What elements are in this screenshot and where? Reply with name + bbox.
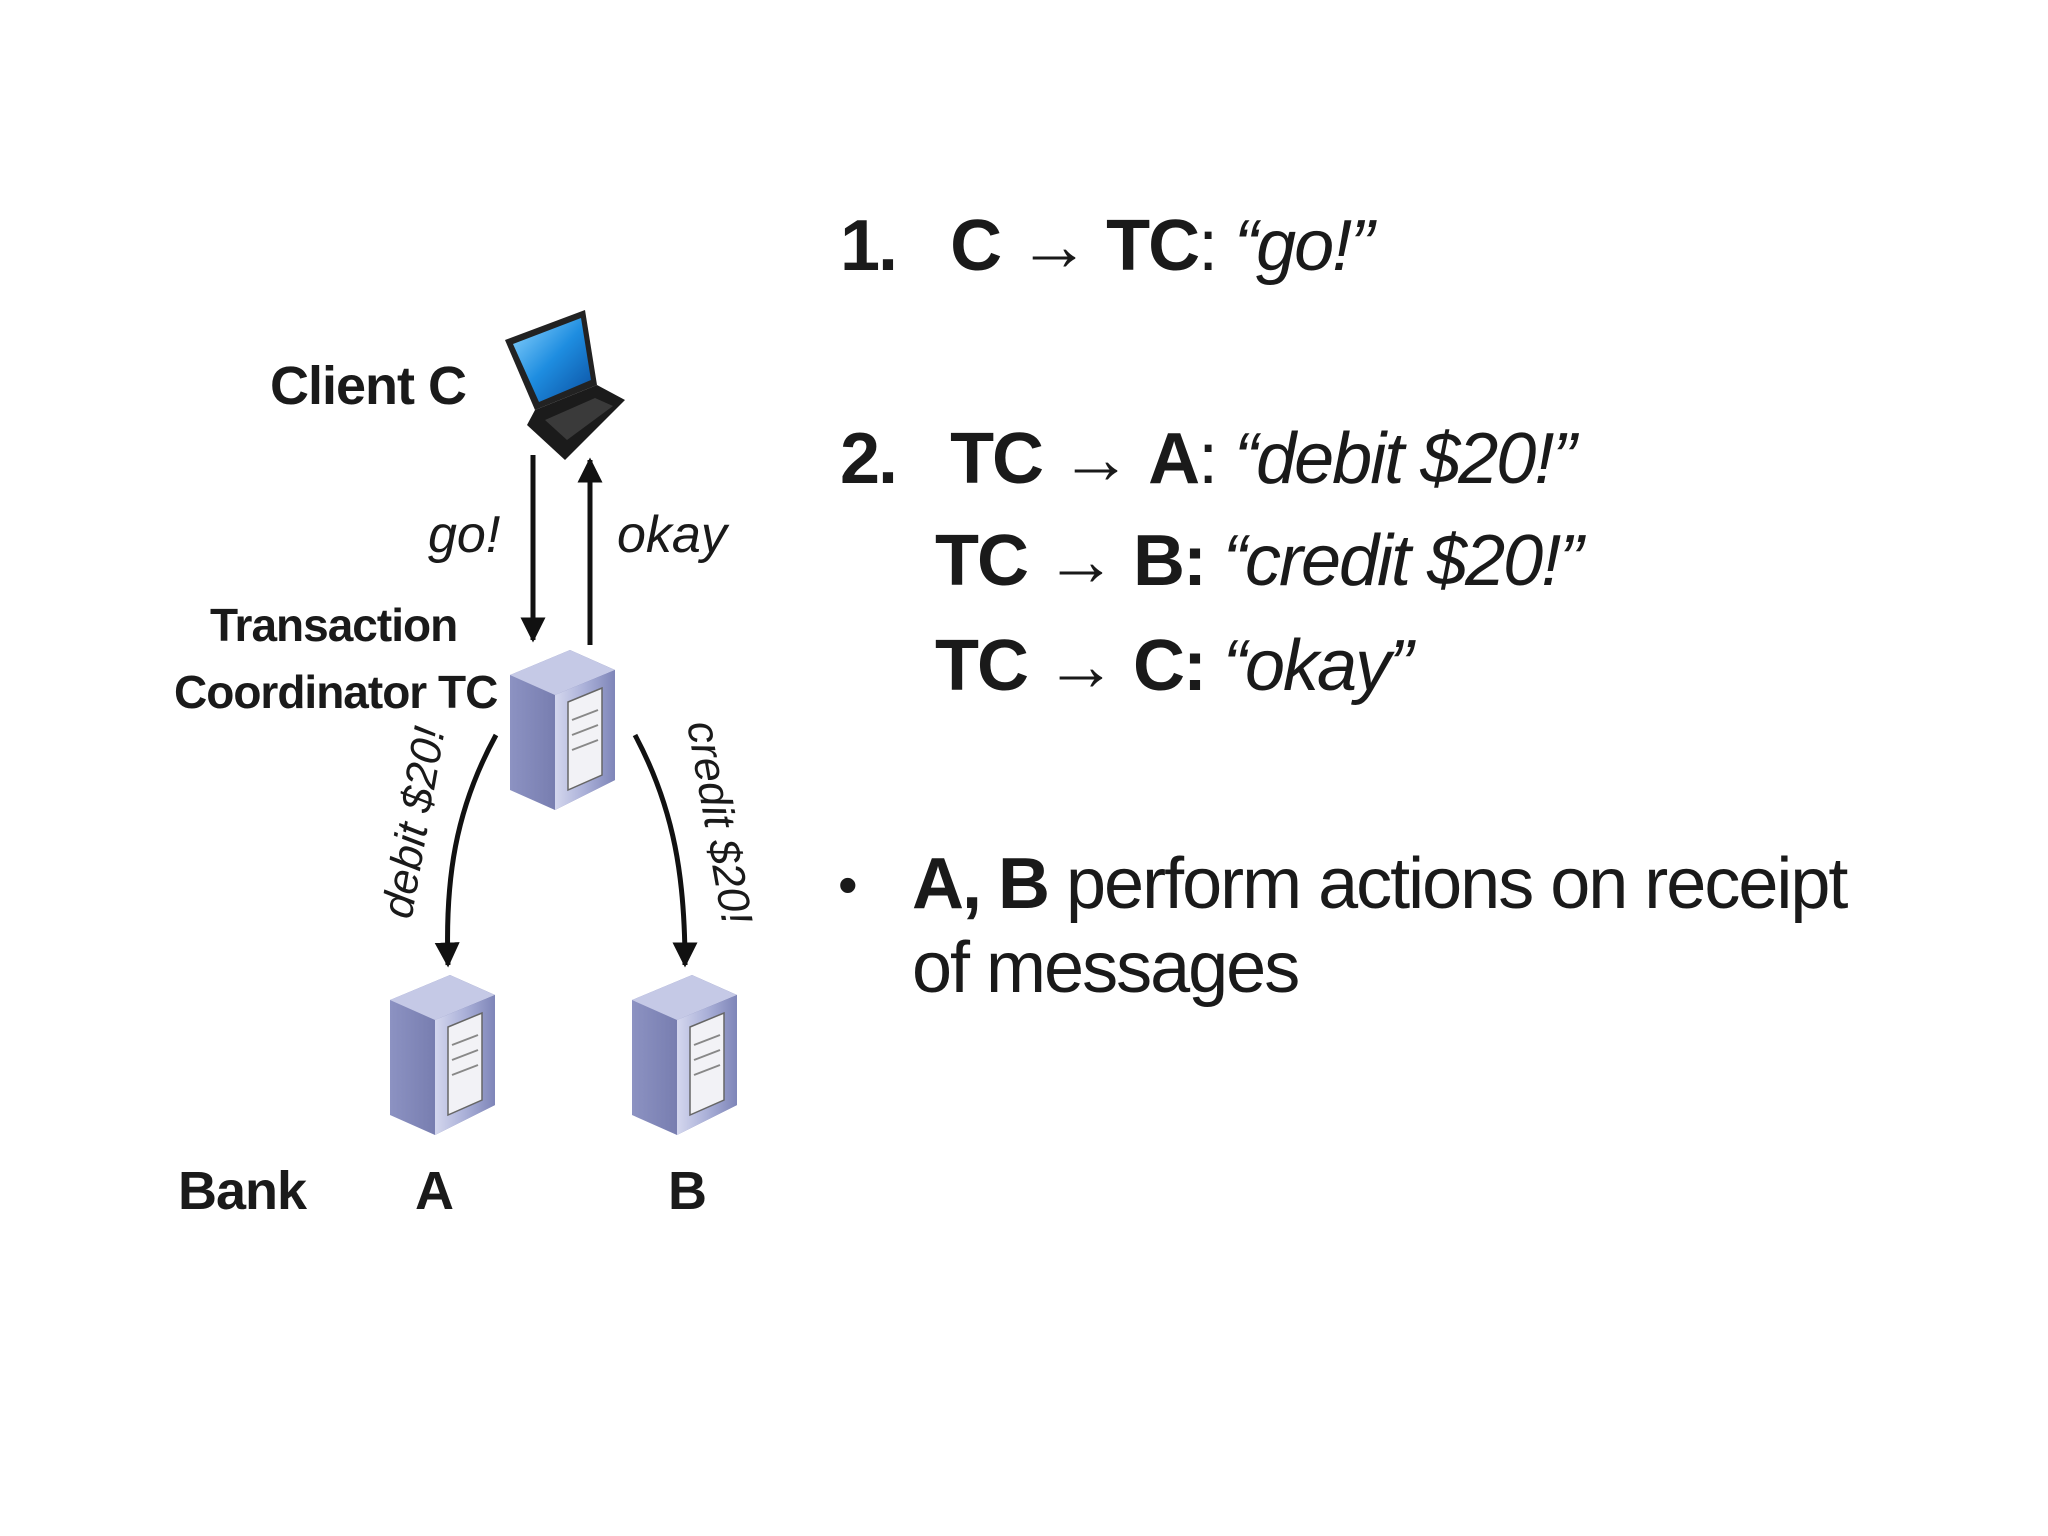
transaction-diagram: debit $20! credit $20! — [373, 310, 761, 1135]
step-from: TC — [935, 626, 1029, 706]
step-colon: : — [1198, 419, 1218, 499]
bullet-bold: A, B — [912, 844, 1050, 924]
step-from: TC — [935, 521, 1029, 601]
step-message: “credit $20!” — [1223, 521, 1583, 601]
step-message: “go!” — [1234, 206, 1374, 286]
step-number: 2. — [840, 419, 898, 499]
client-label: Client C — [270, 356, 467, 416]
laptop-icon — [505, 310, 625, 460]
step-to: A — [1148, 419, 1200, 499]
step-to: C: — [1133, 626, 1207, 706]
go-label: go! — [428, 506, 501, 564]
step-number: 1. — [840, 206, 898, 286]
step-message: “debit $20!” — [1234, 419, 1576, 499]
right-arrow-icon: → — [1045, 626, 1117, 706]
step-to: TC — [1106, 206, 1200, 286]
step-2a: 2. TC → A: “debit $20!” — [840, 418, 1576, 500]
bullet-body: perform actions on receipt of messages — [912, 844, 1848, 1008]
credit-arrow — [632, 733, 698, 968]
server-icon — [510, 650, 615, 810]
step-2b: TC → B: “credit $20!” — [935, 520, 1583, 602]
debit-arrow — [434, 733, 499, 968]
bullet-icon: • — [838, 853, 858, 916]
right-arrow-icon: → — [1018, 206, 1090, 286]
server-icon — [390, 975, 495, 1135]
right-arrow-icon: → — [1060, 419, 1132, 499]
bank-a-label: A — [415, 1161, 454, 1221]
debit-label: debit $20! — [373, 723, 455, 922]
credit-label: credit $20! — [677, 717, 761, 928]
right-arrow-icon: → — [1045, 521, 1117, 601]
tc-label-line2: Coordinator TC — [174, 666, 498, 718]
bullet-text: A, B perform actions on receipt of messa… — [912, 842, 1912, 1010]
okay-label: okay — [617, 506, 727, 564]
step-message: “okay” — [1223, 626, 1413, 706]
tc-label-line1: Transaction — [210, 599, 458, 651]
bank-label: Bank — [178, 1161, 307, 1221]
server-icon — [632, 975, 737, 1135]
step-to: B: — [1133, 521, 1207, 601]
step-2c: TC → C: “okay” — [935, 625, 1413, 707]
step-from: C — [950, 206, 1002, 286]
step-1: 1. C → TC: “go!” — [840, 205, 1374, 287]
step-from: TC — [950, 419, 1044, 499]
bank-b-label: B — [668, 1161, 707, 1221]
step-colon: : — [1198, 206, 1218, 286]
